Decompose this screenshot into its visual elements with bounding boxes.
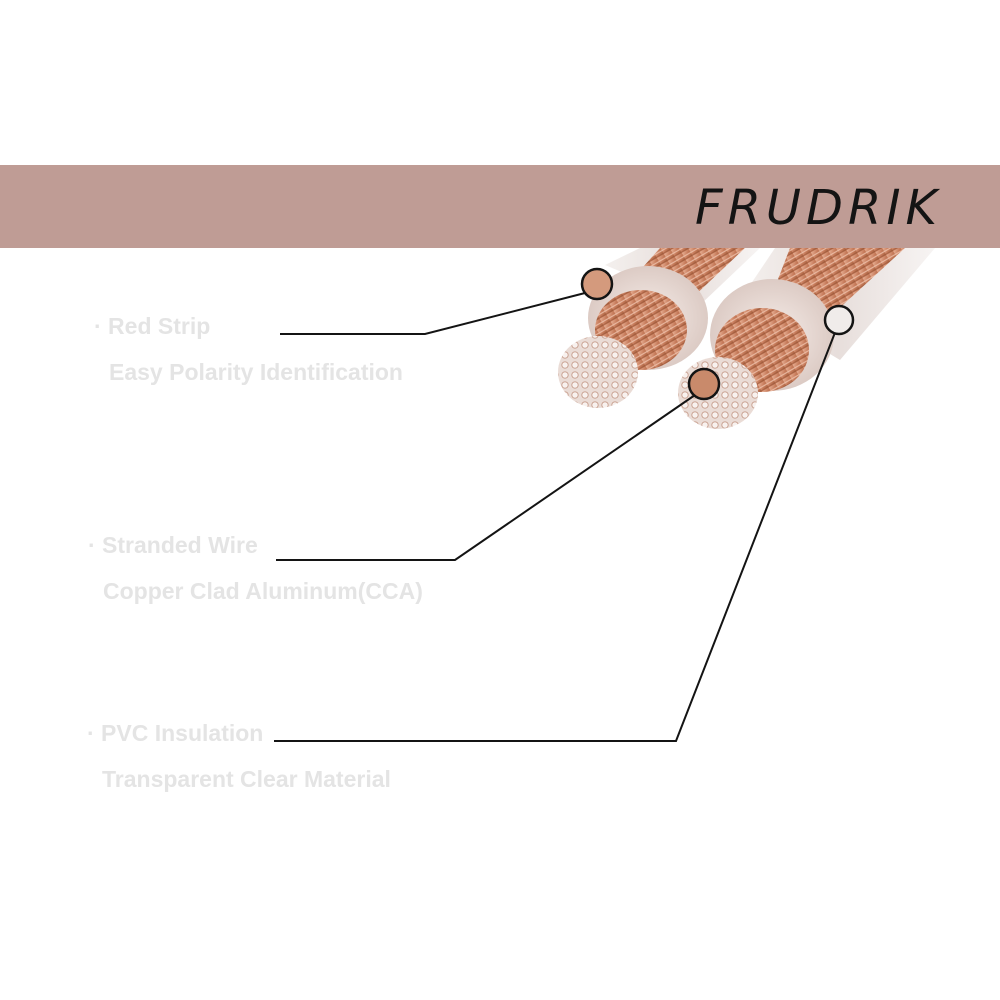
callout-red-strip: · Red Strip Easy Polarity Identification [94, 303, 403, 395]
cable-conductor-right [678, 248, 935, 429]
callout-title: · Stranded Wire [88, 532, 258, 558]
callout-subtitle: Copper Clad Aluminum(CCA) [103, 578, 423, 604]
callout-subtitle: Easy Polarity Identification [109, 359, 403, 385]
cable-conductor-left [558, 248, 760, 408]
leader-line-pvc-insulation [274, 329, 837, 742]
circle-marker-icon [580, 267, 614, 301]
callout-title: · Red Strip [94, 313, 211, 339]
brand-banner [0, 165, 1000, 248]
callout-pvc-insulation: · PVC Insulation Transparent Clear Mater… [87, 710, 391, 802]
leader-line-red-strip [280, 292, 586, 335]
brand-logo: FRUDRIK [694, 180, 942, 236]
circle-marker-icon [823, 304, 855, 336]
callout-stranded-wire: · Stranded Wire Copper Clad Aluminum(CCA… [88, 522, 423, 614]
callout-subtitle: Transparent Clear Material [102, 766, 391, 792]
leader-line-stranded-wire [276, 394, 696, 561]
circle-marker-icon [687, 367, 721, 401]
callout-title: · PVC Insulation [87, 720, 264, 746]
